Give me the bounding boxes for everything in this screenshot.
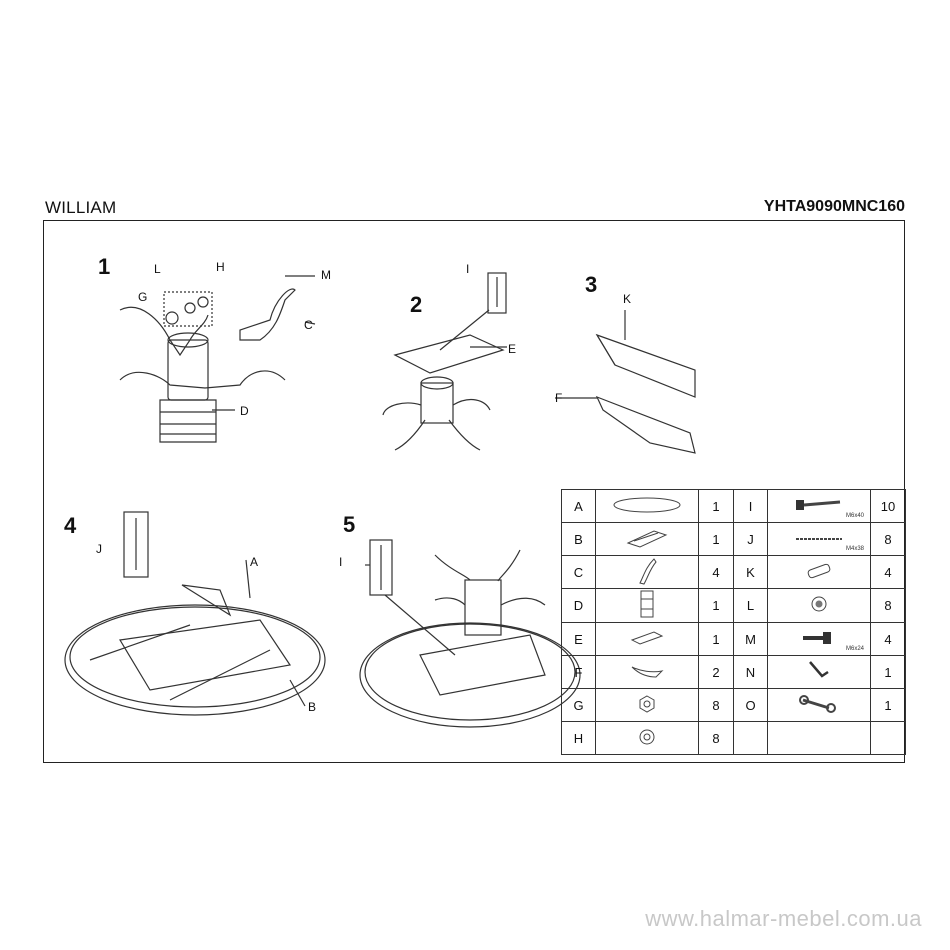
frame-rail-icon: [595, 522, 699, 556]
nut-icon: [595, 688, 699, 722]
allen-key-icon: [767, 655, 871, 689]
label-G: G: [138, 290, 148, 304]
step-number-1: 1: [98, 254, 111, 279]
part-quantity: 1: [698, 522, 734, 556]
part-quantity: 1: [698, 588, 734, 623]
part-quantity: 4: [870, 622, 906, 656]
label-A: A: [250, 555, 259, 569]
washer-icon: [595, 721, 699, 755]
part-letter: A: [561, 489, 596, 523]
part-quantity: 4: [698, 555, 734, 589]
part-letter: F: [561, 655, 596, 689]
step4-tabletop-drawing: [64, 511, 326, 716]
label-I-step5: I: [339, 555, 343, 569]
part-letter: E: [561, 622, 596, 656]
spring-washer-icon: [767, 588, 871, 623]
bolt-icon: M6x40: [767, 489, 871, 523]
empty-cell: [870, 721, 906, 755]
mounting-plate-icon: [595, 622, 699, 656]
label-H: H: [216, 260, 225, 274]
part-spec: M4x38: [845, 546, 864, 552]
product-code: YHTA9090MNC160: [763, 198, 905, 215]
part-spec: M6x40: [845, 513, 864, 519]
label-E: E: [508, 342, 517, 356]
short-bolt-icon: M6x24: [767, 622, 871, 656]
part-quantity: 1: [870, 655, 906, 689]
part-quantity: 10: [870, 489, 906, 523]
part-letter: D: [561, 588, 596, 623]
part-quantity: 1: [698, 622, 734, 656]
part-letter: N: [733, 655, 768, 689]
label-J: J: [96, 542, 102, 556]
part-quantity: 1: [870, 688, 906, 722]
product-name: WILLIAM: [45, 198, 117, 217]
label-C: C: [304, 318, 313, 332]
part-letter: L: [733, 588, 768, 623]
wrench-icon: [767, 688, 871, 722]
curved-leg-icon: [595, 555, 699, 589]
label-K: K: [623, 292, 632, 306]
part-letter: K: [733, 555, 768, 589]
dowel-icon: [767, 555, 871, 589]
part-letter: J: [733, 522, 768, 556]
website-url: www.halmar-mebel.com.ua: [645, 906, 922, 931]
step-number-5: 5: [343, 512, 356, 537]
label-I-step2: I: [466, 262, 470, 276]
step1-pedestal-drawing: [119, 275, 316, 443]
empty-cell: [733, 721, 768, 755]
part-letter: B: [561, 522, 596, 556]
step-number-2: 2: [410, 292, 423, 317]
step2-plate-drawing: [382, 272, 507, 451]
step5-assembly-drawing: [359, 539, 581, 728]
screw-icon: M4x38: [767, 522, 871, 556]
pedestal-column-icon: [595, 588, 699, 623]
empty-cell: [767, 721, 871, 755]
label-B: B: [308, 700, 317, 714]
part-quantity: 4: [870, 555, 906, 589]
step-number-4: 4: [64, 513, 77, 538]
part-quantity: 2: [698, 655, 734, 689]
part-letter: G: [561, 688, 596, 722]
part-letter: I: [733, 489, 768, 523]
step3-apron-drawing: [555, 310, 696, 454]
step-number-3: 3: [585, 272, 598, 297]
part-letter: M: [733, 622, 768, 656]
part-quantity: 8: [698, 688, 734, 722]
part-quantity: 8: [870, 588, 906, 623]
part-quantity: 8: [870, 522, 906, 556]
part-quantity: 8: [698, 721, 734, 755]
apron-panel-icon: [595, 655, 699, 689]
part-letter: C: [561, 555, 596, 589]
label-L: L: [154, 262, 161, 276]
tabletop-oval-icon: [595, 489, 699, 523]
label-D: D: [240, 404, 249, 418]
part-letter: O: [733, 688, 768, 722]
label-F: F: [555, 391, 563, 405]
part-quantity: 1: [698, 489, 734, 523]
part-letter: H: [561, 721, 596, 755]
label-M: M: [321, 268, 331, 282]
part-spec: M6x24: [845, 646, 864, 652]
